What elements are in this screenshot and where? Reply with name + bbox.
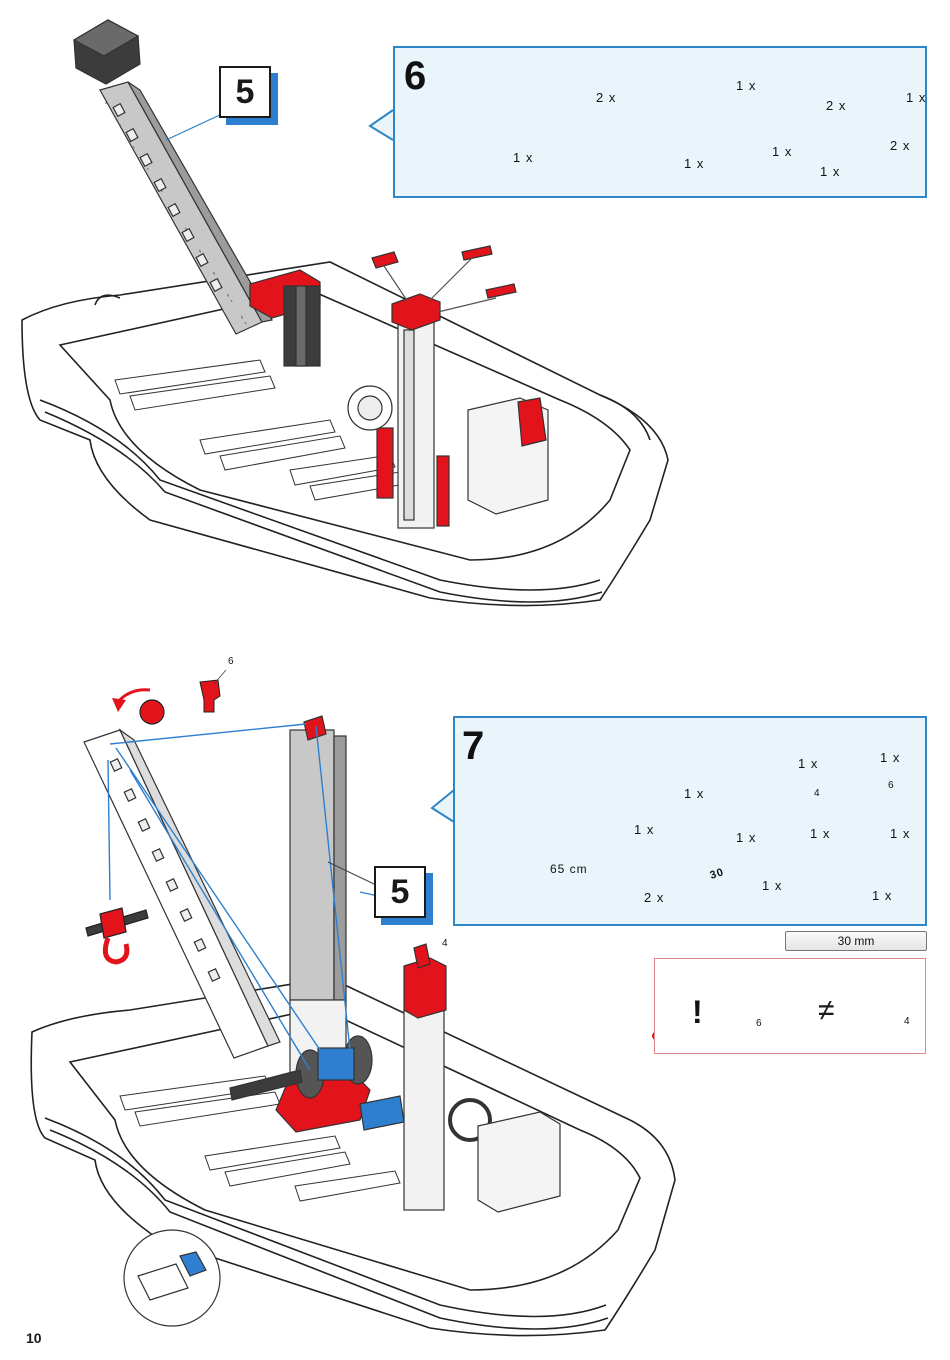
callout-part-5-top: 5	[219, 66, 271, 118]
gear-wheel-icon	[139, 699, 165, 725]
mast-top	[249, 245, 549, 529]
callout-leader-bottom	[327, 861, 375, 885]
qty-block5: 1 x	[906, 90, 927, 105]
qty-steering-wheel: 1 x	[684, 786, 705, 801]
qty-axle: 1 x	[736, 78, 757, 93]
label-plug6-panel: 6	[888, 780, 894, 791]
label-mast-plug: 4	[442, 938, 448, 949]
parts-panel-step6	[393, 46, 927, 198]
page-number: 10	[26, 1330, 42, 1346]
rotate-arrowhead	[112, 698, 126, 712]
qty-bsb-7: 1 x	[798, 756, 819, 771]
qty-block30: 1 x	[513, 150, 534, 165]
boat-hull-top	[21, 261, 669, 607]
qty-angle-block: 2 x	[826, 98, 847, 113]
boat-floor-slats-top	[114, 359, 406, 501]
hook-assembly	[85, 907, 149, 965]
callout-part-5-bottom: 5	[374, 866, 426, 918]
qty-cord: 2 x	[644, 890, 665, 905]
rope-lines	[107, 723, 379, 1071]
qty-hook: 1 x	[872, 888, 893, 903]
qty-plug6: 1 x	[890, 826, 911, 841]
warning-label-left: 6	[756, 1018, 762, 1029]
plug-6-icon	[199, 679, 221, 713]
qty-gear: 1 x	[880, 750, 901, 765]
qty-clip: 1 x	[736, 830, 757, 845]
warning-exclamation-icon: !	[692, 994, 703, 1030]
boat-floor-slats-bottom	[119, 1075, 401, 1202]
qty-plate: 1 x	[684, 156, 705, 171]
callout-leader-top	[165, 113, 223, 141]
step-number-6: 6	[404, 54, 427, 98]
parts-panel-step7	[453, 716, 927, 926]
warning-label-right: 4	[904, 1016, 910, 1027]
qty-block15: 2 x	[596, 90, 617, 105]
label-cord-length: 65 cm	[550, 862, 588, 876]
panel-pointer-6	[368, 109, 394, 141]
panel-pointer-7	[430, 789, 455, 823]
qty-plug4: 1 x	[810, 826, 831, 841]
qty-mini-connector: 1 x	[820, 164, 841, 179]
qty-axle30: 1 x	[762, 878, 783, 893]
label-top-plug: 6	[228, 656, 234, 667]
not-equal-sign: ≠	[818, 994, 835, 1027]
step-number-7: 7	[462, 724, 485, 768]
label-plug4-panel: 4	[814, 788, 820, 799]
qty-bsb: 1 x	[772, 144, 793, 159]
qty-connector: 2 x	[890, 138, 911, 153]
measure-ruler: 30 mm	[785, 931, 927, 951]
crane-boom-top	[72, 19, 273, 335]
qty-winch: 1 x	[634, 822, 655, 837]
mast-bottom	[123, 715, 561, 1327]
warning-box	[654, 958, 926, 1054]
